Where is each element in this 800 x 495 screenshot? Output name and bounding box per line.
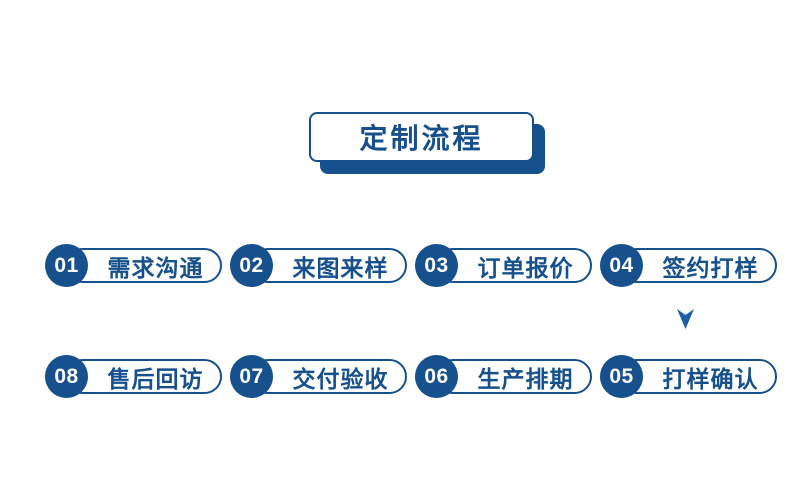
step-number: 08 (54, 364, 79, 388)
step-label-pill: 来图来样 (250, 248, 407, 283)
step-01: 需求沟通 01 (45, 244, 222, 287)
step-label-pill: 需求沟通 (65, 248, 222, 283)
step-number-badge: 05 (600, 355, 643, 398)
step-03: 订单报价 03 (415, 244, 592, 287)
step-number-badge: 04 (600, 244, 643, 287)
step-number: 07 (239, 364, 264, 388)
step-label: 生产排期 (477, 365, 574, 392)
step-label: 订单报价 (477, 254, 574, 281)
step-label-pill: 售后回访 (65, 359, 222, 394)
step-number: 03 (424, 253, 449, 277)
step-number-badge: 03 (415, 244, 458, 287)
step-08: 售后回访 08 (45, 355, 222, 398)
page-title: 定制流程 (359, 123, 484, 154)
title-group: 定制流程 (309, 112, 545, 176)
step-label: 打样确认 (662, 365, 759, 392)
step-number: 06 (424, 364, 449, 388)
step-number: 02 (239, 253, 264, 277)
step-number-badge: 07 (230, 355, 273, 398)
title-box: 定制流程 (309, 112, 534, 162)
step-label-pill: 交付验收 (250, 359, 407, 394)
step-number: 01 (54, 253, 79, 277)
step-label: 售后回访 (107, 365, 204, 392)
step-label-pill: 打样确认 (620, 359, 777, 394)
step-label: 交付验收 (292, 365, 389, 392)
step-label: 需求沟通 (107, 254, 204, 281)
step-number-badge: 01 (45, 244, 88, 287)
step-05: 打样确认 05 (600, 355, 777, 398)
step-number: 05 (609, 364, 634, 388)
step-label: 签约打样 (662, 254, 759, 281)
step-06: 生产排期 06 (415, 355, 592, 398)
step-number: 04 (609, 253, 634, 277)
step-number-badge: 02 (230, 244, 273, 287)
step-label-pill: 签约打样 (620, 248, 777, 283)
step-label-pill: 订单报价 (435, 248, 592, 283)
down-arrow-icon (677, 309, 694, 329)
step-04: 签约打样 04 (600, 244, 777, 287)
step-number-badge: 08 (45, 355, 88, 398)
step-07: 交付验收 07 (230, 355, 407, 398)
step-label-pill: 生产排期 (435, 359, 592, 394)
step-label: 来图来样 (292, 254, 389, 281)
step-02: 来图来样 02 (230, 244, 407, 287)
step-number-badge: 06 (415, 355, 458, 398)
